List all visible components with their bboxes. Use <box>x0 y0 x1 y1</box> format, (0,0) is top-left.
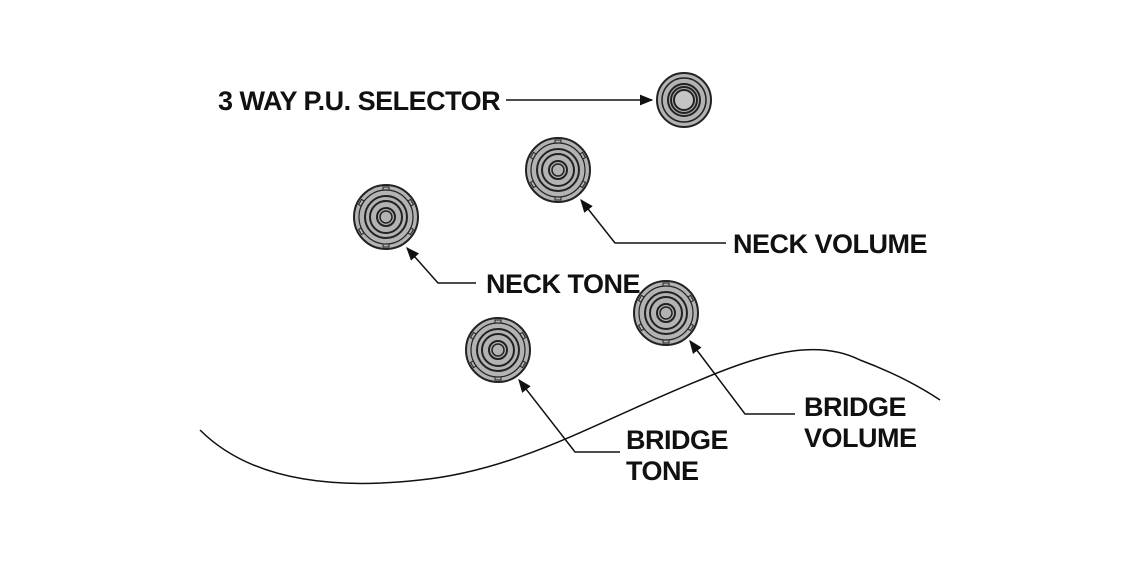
bridge-tone-leader-arrow <box>518 378 620 453</box>
bridge-volume-label-line2: VOLUME <box>804 423 917 453</box>
bridge-volume-label-line1: BRIDGE <box>804 392 906 422</box>
pickup-selector-switch[interactable] <box>656 72 712 128</box>
bridge-tone-label-line1: BRIDGE <box>626 425 728 455</box>
neck-volume-knob[interactable] <box>525 137 591 203</box>
bridge-volume-knob[interactable] <box>633 280 699 346</box>
body-outline-curve <box>199 348 941 485</box>
bridge-volume-leader-arrow <box>689 339 795 415</box>
neck-volume-leader-arrow <box>580 198 726 244</box>
neck-tone-leader-arrow <box>406 246 476 284</box>
neck-volume-label: NECK VOLUME <box>733 229 927 259</box>
neck-tone-label: NECK TONE <box>486 269 640 299</box>
neck-tone-knob[interactable] <box>353 184 419 250</box>
bridge-tone-knob[interactable] <box>465 317 531 383</box>
selector-label: 3 WAY P.U. SELECTOR <box>218 86 500 116</box>
bridge-tone-label-line2: TONE <box>626 456 699 486</box>
